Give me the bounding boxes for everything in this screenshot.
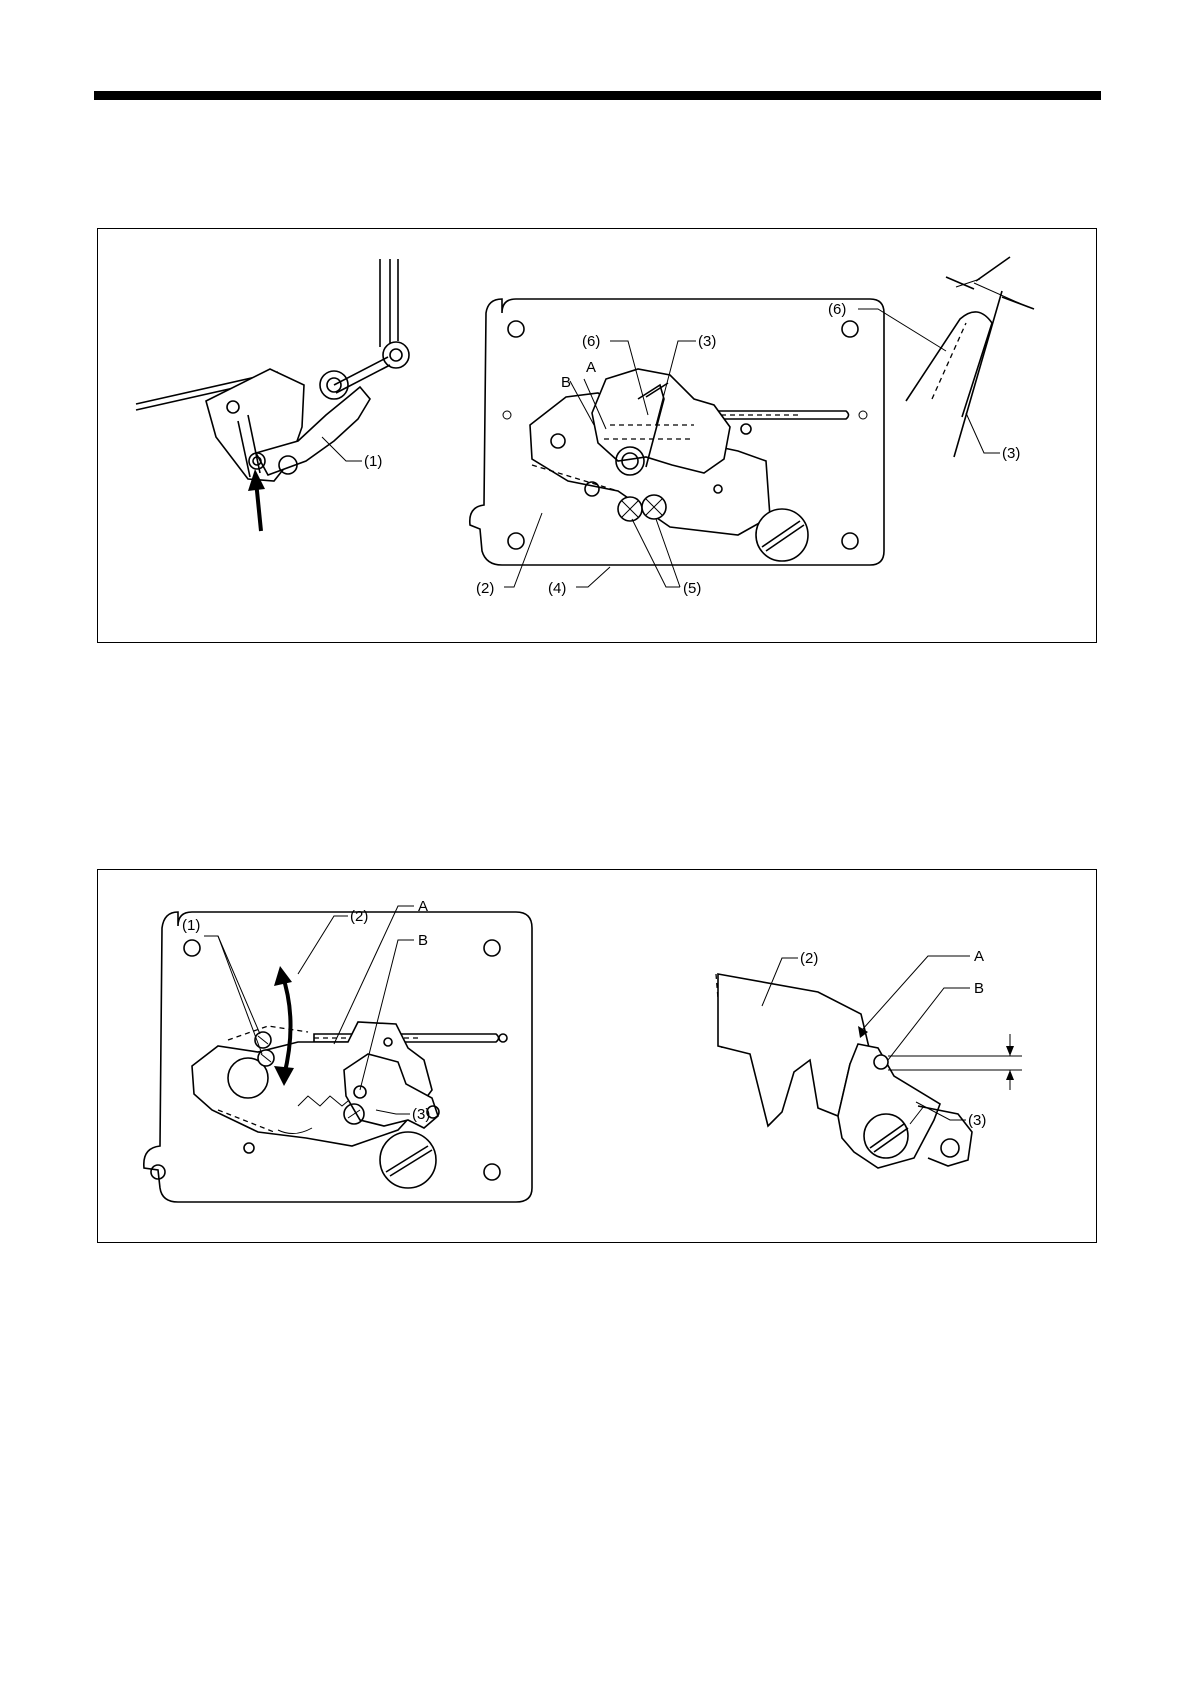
- callout-6: (6): [582, 333, 600, 350]
- callout-5: (5): [683, 580, 701, 597]
- callout-a-fig2: A: [418, 898, 428, 915]
- callout-3-detail: (3): [1002, 445, 1020, 462]
- lever-linkage-drawing: (1): [136, 259, 409, 531]
- callout-2-fig2: (2): [350, 908, 368, 925]
- adjustment-plate-drawing: (1) (2) A B (3): [144, 898, 532, 1202]
- callout-2-detail: (2): [800, 950, 818, 967]
- clearance-detail-drawing: (2) A B (3): [716, 948, 1022, 1168]
- figure-2-illustration: (1) (2) A B (3): [98, 870, 1098, 1244]
- callout-b: B: [561, 374, 571, 391]
- callout-a-detail: A: [974, 948, 984, 965]
- callout-3-detail-fig2: (3): [968, 1112, 986, 1129]
- figure-1-illustration: (1): [98, 229, 1098, 644]
- plate-assembly-drawing: (6) (3) A B (2) (4) (5): [470, 299, 884, 597]
- figure-1-frame: (1): [97, 228, 1097, 643]
- callout-4: (4): [548, 580, 566, 597]
- callout-6-detail: (6): [828, 301, 846, 318]
- figure-2-frame: (1) (2) A B (3): [97, 869, 1097, 1243]
- callout-b-detail: B: [974, 980, 984, 997]
- callout-b-fig2: B: [418, 932, 428, 949]
- callout-1: (1): [364, 453, 382, 470]
- callout-a: A: [586, 359, 596, 376]
- callout-3-fig2: (3): [412, 1106, 430, 1123]
- callout-1-fig2: (1): [182, 917, 200, 934]
- callout-3: (3): [698, 333, 716, 350]
- callout-2: (2): [476, 580, 494, 597]
- top-rule: [94, 91, 1101, 100]
